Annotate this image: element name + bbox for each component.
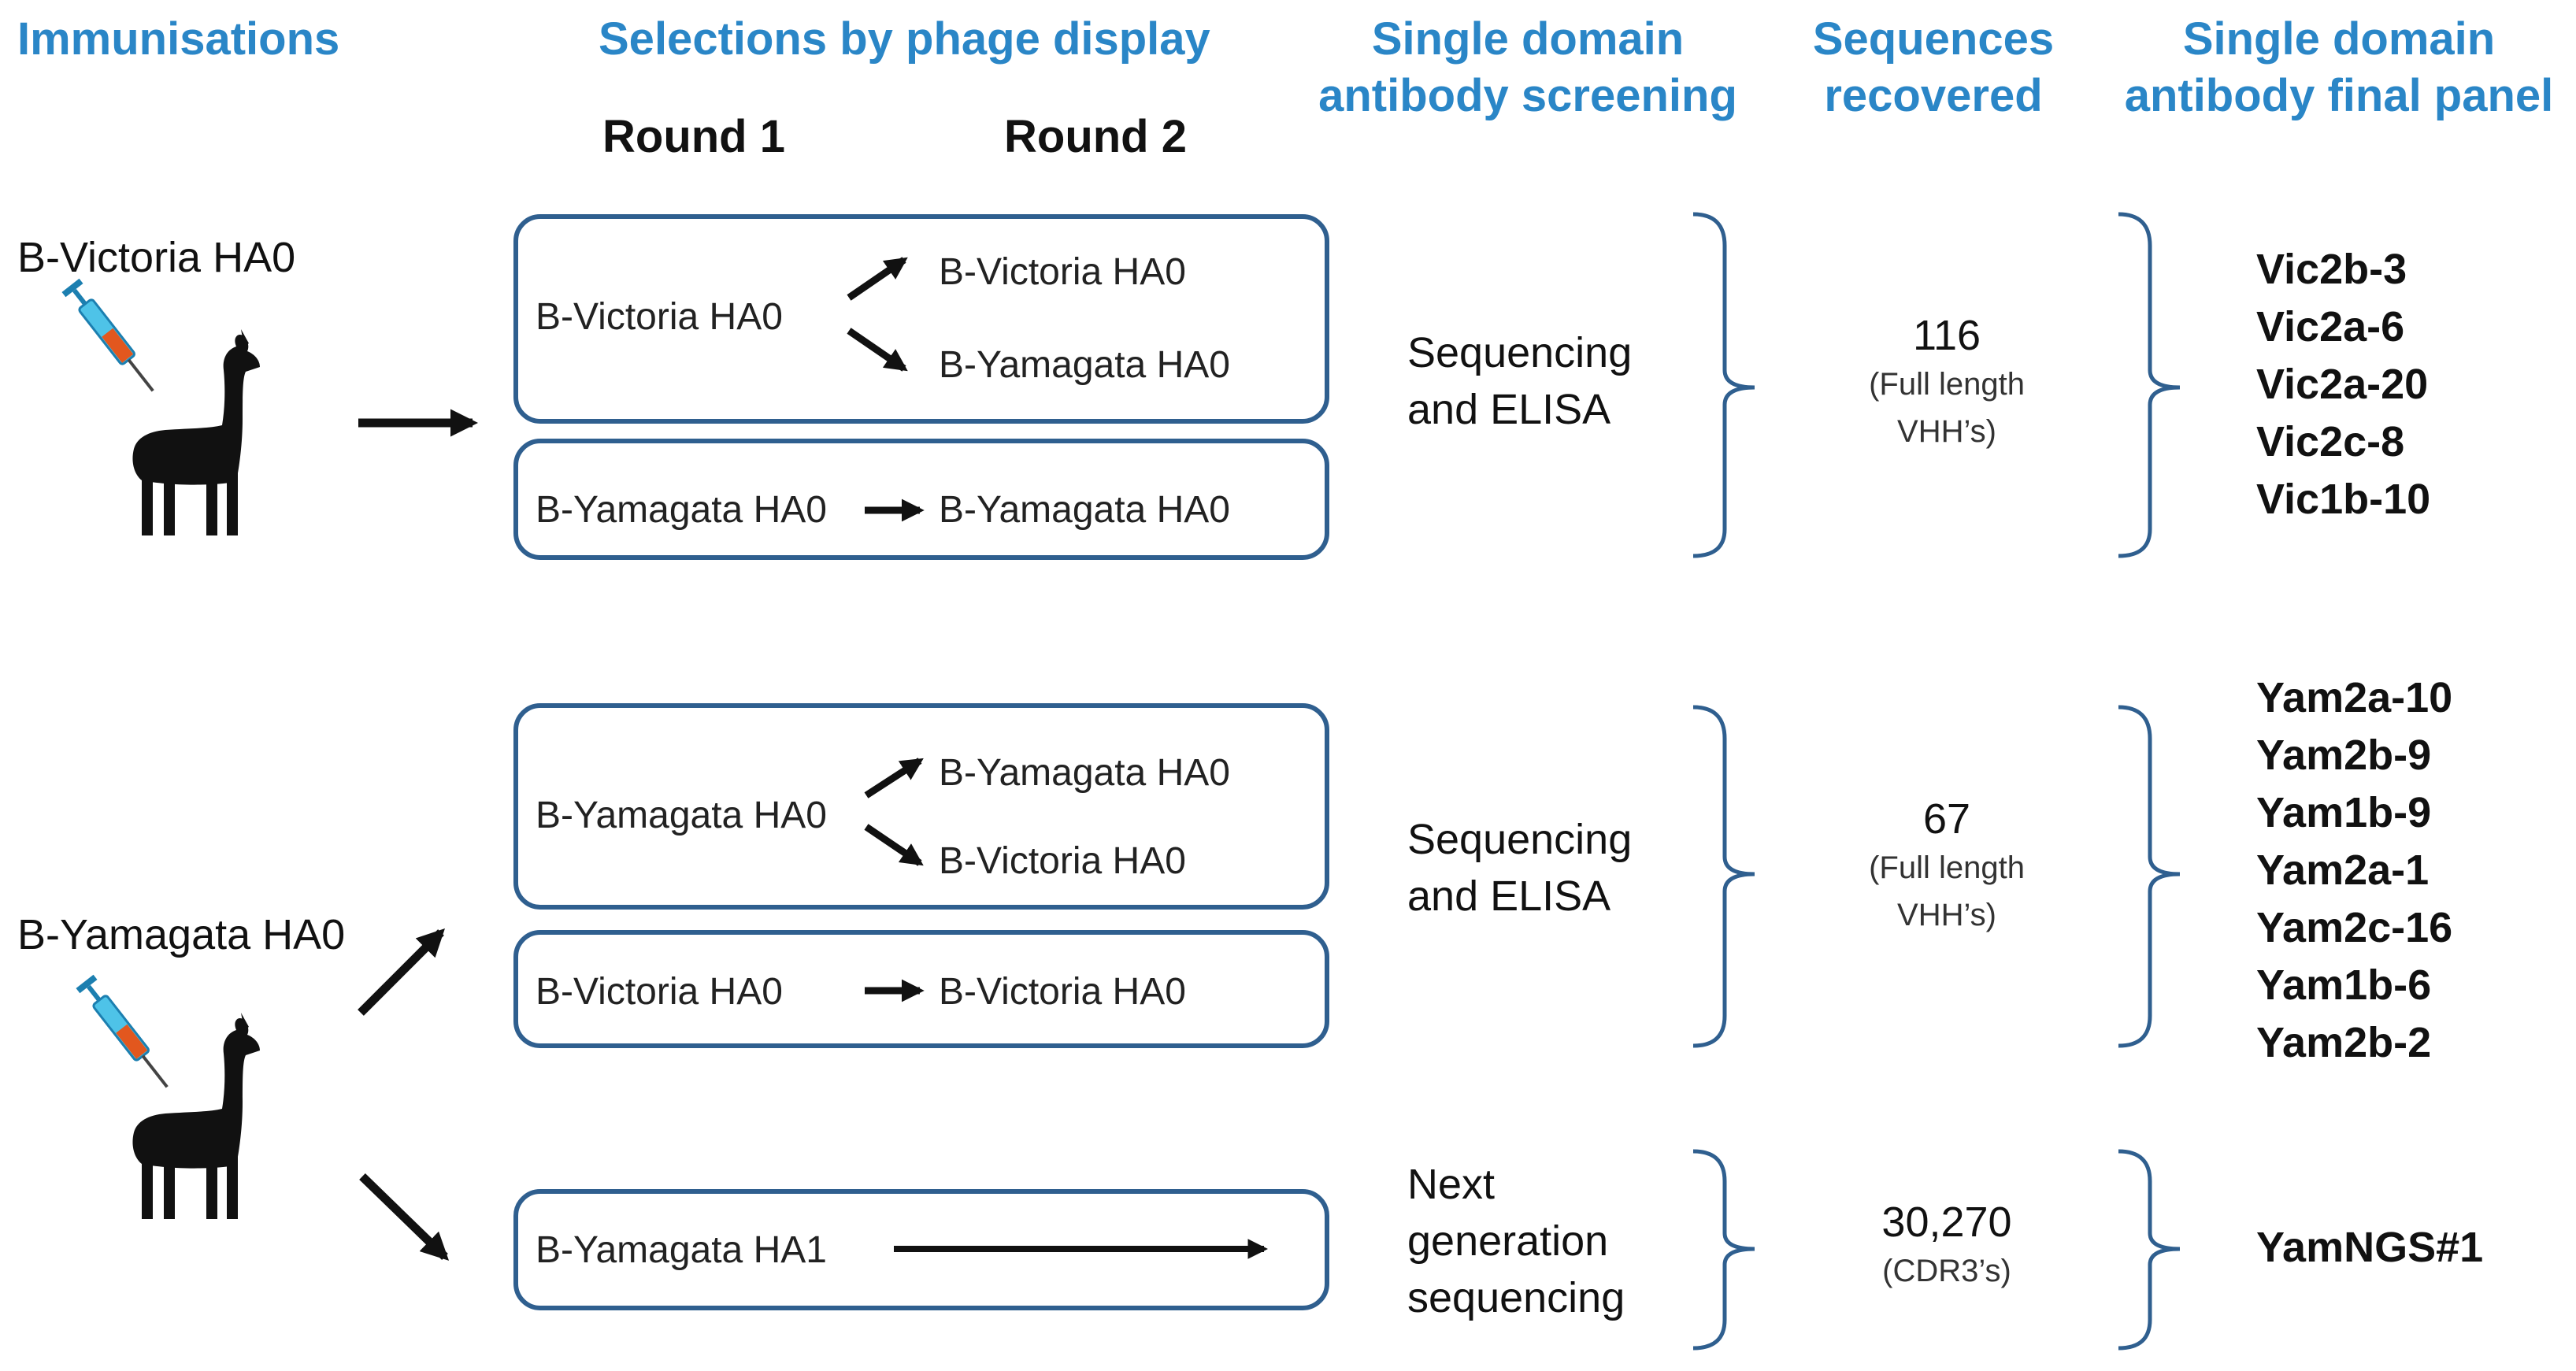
panel-item: Yam1b-9 [2256, 789, 2432, 836]
bracket-sequences-2 [2118, 705, 2181, 1048]
syringe-icon [74, 973, 178, 1095]
screening-group3-line1: Next [1407, 1161, 1496, 1208]
panel-item: Yam1b-6 [2256, 962, 2432, 1009]
panel-item: Yam2b-9 [2256, 732, 2432, 779]
box3-target-a: B-Yamagata HA0 [939, 752, 1230, 794]
sequences-group1-count: 116 [1912, 312, 1981, 359]
header-sequences: Sequences recovered [1792, 11, 2075, 124]
alpaca-icon [132, 329, 260, 535]
header-sequences-line1: Sequences [1812, 13, 2055, 65]
arrow-immunisation-yamagata-up [358, 928, 445, 1016]
sequences-group2-count: 67 [1922, 795, 1971, 843]
bracket-sequences-1 [2118, 212, 2181, 558]
bracket-sequences-3 [2118, 1149, 2181, 1351]
sequences-group2-note2: VHH’s) [1897, 898, 1996, 932]
panel-item: Vic2b-3 [2256, 246, 2407, 293]
box1-target-b: B-Yamagata HA0 [939, 344, 1230, 386]
panel-item: Yam2a-10 [2256, 674, 2453, 721]
sequences-group1-note1: (Full length [1869, 367, 2025, 402]
round-2-label: Round 2 [1004, 111, 1187, 162]
screening-group3: Next generation sequencing [1407, 1156, 1625, 1326]
final-panel-ngs: YamNGS#1 [2256, 1219, 2483, 1277]
panel-item: Yam2a-1 [2256, 847, 2430, 894]
screening-group3-line2: generation [1407, 1217, 1609, 1265]
arrow-immunisation-yamagata-down [359, 1173, 450, 1261]
header-selections: Selections by phage display [599, 13, 1210, 65]
bracket-screening-1 [1692, 212, 1755, 558]
screening-group1-line2: and ELISA [1407, 386, 1611, 433]
box3-source: B-Yamagata HA0 [536, 795, 827, 836]
screening-group2: Sequencing and ELISA [1407, 811, 1632, 924]
box1-source: B-Victoria HA0 [536, 296, 783, 338]
syringe-icon [60, 276, 164, 399]
selection-box-yamagata-direct [513, 439, 1329, 560]
immunisation-yamagata-label: B-Yamagata HA0 [17, 911, 346, 958]
box2-target: B-Yamagata HA0 [939, 489, 1230, 531]
immunisation-victoria-label: B-Victoria HA0 [17, 234, 296, 281]
selection-box-victoria-split [513, 214, 1329, 424]
arrow-box3-down [864, 824, 924, 866]
sequences-group2-note1: (Full length [1869, 850, 2025, 885]
screening-group1-line1: Sequencing [1407, 329, 1633, 376]
sequences-group2: 67 (Full length VHH’s) [1805, 794, 2089, 939]
header-immunisations: Immunisations [17, 13, 340, 65]
panel-item: Yam2c-16 [2256, 904, 2453, 951]
header-screening-line1: Single domain [1371, 13, 1685, 65]
box3-target-b: B-Victoria HA0 [939, 840, 1186, 882]
arrow-box3-up [864, 758, 924, 799]
panel-item: YamNGS#1 [2256, 1224, 2484, 1271]
selection-box-victoria-direct [513, 930, 1329, 1048]
screening-group3-line3: sequencing [1407, 1274, 1625, 1321]
panel-item: Vic2a-6 [2256, 303, 2405, 350]
sequences-group3-count: 30,270 [1881, 1199, 2012, 1246]
panel-item: Vic2c-8 [2256, 418, 2405, 465]
selection-box-yamagata-split [513, 703, 1329, 910]
arrow-box1-up [847, 257, 908, 301]
sequences-group3: 30,270 (CDR3’s) [1805, 1197, 2089, 1295]
panel-item: Vic2a-20 [2256, 361, 2429, 408]
header-final-panel: Single domain antibody final panel [2111, 11, 2567, 124]
box4-source: B-Victoria HA0 [536, 971, 783, 1013]
alpaca-icon [132, 1013, 260, 1219]
header-screening-line2: antibody screening [1318, 70, 1737, 121]
sequences-group1-note2: VHH’s) [1897, 414, 1996, 449]
panel-item: Yam2b-2 [2256, 1019, 2432, 1066]
header-final-panel-line1: Single domain [2182, 13, 2496, 65]
screening-group2-line2: and ELISA [1407, 873, 1611, 920]
bracket-screening-3 [1692, 1149, 1755, 1351]
screening-group2-line1: Sequencing [1407, 816, 1633, 863]
selection-box-ha1-ngs [513, 1189, 1329, 1310]
final-panel-yamagata: Yam2a-10 Yam2b-9 Yam1b-9 Yam2a-1 Yam2c-1… [2256, 669, 2452, 1072]
bracket-screening-2 [1692, 705, 1755, 1048]
box1-target-a: B-Victoria HA0 [939, 251, 1186, 293]
round-1-label: Round 1 [602, 111, 785, 162]
header-final-panel-line2: antibody final panel [2124, 70, 2554, 121]
screening-group1: Sequencing and ELISA [1407, 324, 1632, 438]
header-sequences-line2: recovered [1824, 70, 2043, 121]
box2-source: B-Yamagata HA0 [536, 489, 827, 531]
sequences-group1: 116 (Full length VHH’s) [1805, 310, 2089, 455]
panel-item: Vic1b-10 [2256, 476, 2431, 523]
box5-source: B-Yamagata HA1 [536, 1229, 827, 1271]
final-panel-victoria: Vic2b-3 Vic2a-6 Vic2a-20 Vic2c-8 Vic1b-1… [2256, 241, 2430, 528]
sequences-group3-note1: (CDR3’s) [1882, 1254, 2011, 1288]
header-screening: Single domain antibody screening [1299, 11, 1756, 124]
box4-target: B-Victoria HA0 [939, 971, 1186, 1013]
arrow-box1-down [847, 328, 908, 372]
